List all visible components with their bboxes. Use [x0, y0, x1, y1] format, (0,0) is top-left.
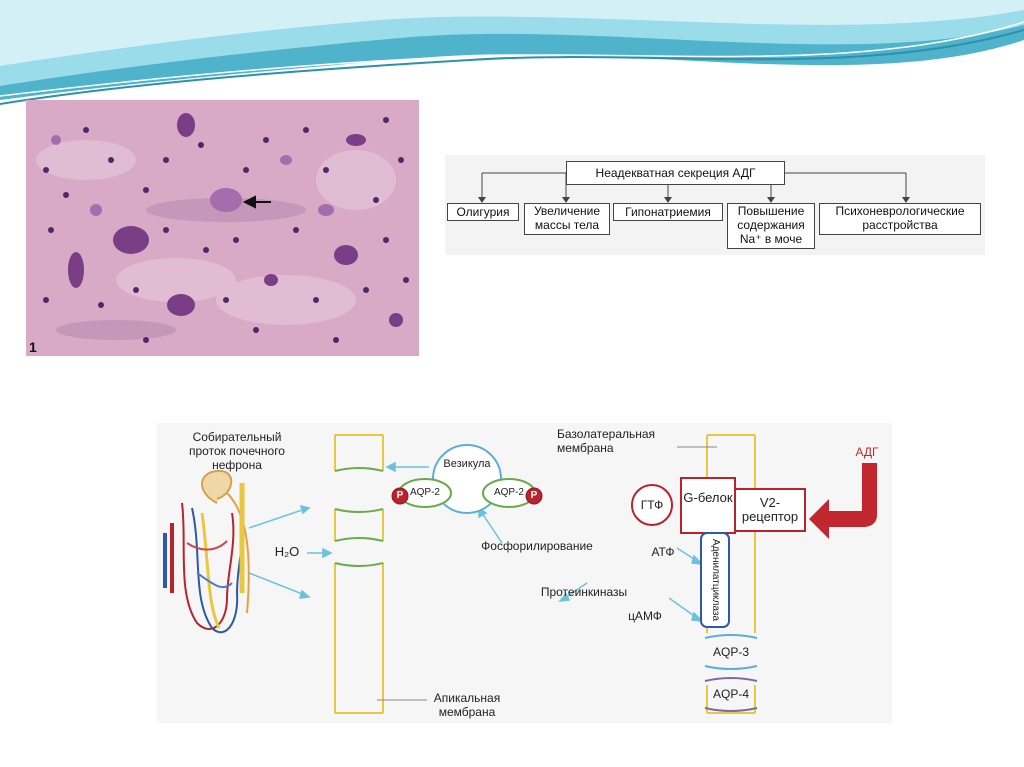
v2-receptor-label: V2-рецептор	[741, 495, 799, 524]
phosphorylation-label: Фосфорилирование	[481, 539, 593, 553]
adh-mechanism-diagram: Собирательный проток почечного нефрона H…	[157, 423, 892, 723]
apical-label: Апикальная мембрана	[433, 691, 501, 719]
aqp2-right-label: AQP-2	[493, 487, 524, 498]
gtp-label: ГТФ	[640, 498, 664, 512]
adenylate-cyclase-box	[700, 532, 730, 628]
effect-weight-gain: Увеличение массы тела	[524, 203, 610, 235]
effect-urine-sodium: Повышение содержания Na⁺ в моче	[727, 203, 815, 249]
aqp2-left-label: AQP-2	[409, 487, 440, 498]
vesicle	[391, 444, 543, 514]
effect-hyponatremia: Гипонатриемия	[613, 203, 723, 221]
flowchart-root: Неадекватная секреция АДГ	[566, 161, 785, 185]
mechanism-drawing	[163, 434, 877, 714]
gtp-circle	[631, 484, 673, 526]
effect-oliguria: Олигурия	[447, 203, 519, 221]
vesicle-label: Везикула	[443, 458, 491, 470]
adh-label: АДГ	[855, 445, 879, 459]
aqp4-label: AQP-4	[712, 687, 749, 701]
aqp2-channels	[334, 467, 384, 567]
water-label: H₂O	[274, 544, 300, 559]
apical-membrane	[334, 434, 384, 714]
camp-label: цАМФ	[628, 609, 662, 623]
panel-number: 1	[29, 339, 37, 355]
aqp3-label: AQP-3	[712, 645, 749, 659]
aqp4-channel	[704, 677, 758, 712]
phospho-left-label: P	[396, 490, 404, 501]
nephron-illustration	[163, 469, 250, 634]
protein-kinases-label: Протеинкиназы	[540, 585, 628, 599]
histology-micrograph: 1	[26, 100, 419, 356]
aqp3-channel	[704, 634, 758, 670]
flowchart-connectors	[478, 172, 910, 203]
basolateral-label: Базолатеральная мембрана	[557, 427, 656, 455]
adh-arrow-icon	[809, 463, 877, 539]
collecting-duct-label: Собирательный проток почечного нефрона	[189, 430, 285, 472]
histology-image	[26, 100, 419, 356]
effect-neuropsychiatric: Психоневрологические расстройства	[819, 203, 981, 235]
g-protein-box	[680, 477, 736, 534]
adh-effects-flowchart: Неадекватная секреция АДГ Олигурия Увели…	[445, 155, 985, 255]
atp-label: АТФ	[651, 545, 675, 559]
header-wave-decoration	[0, 0, 1024, 105]
arrow-pointer-icon	[242, 195, 271, 209]
adenylate-cyclase-label: Аденилатциклаза	[710, 538, 721, 622]
phospho-right-label: P	[530, 490, 538, 501]
g-protein-label: G-белок	[683, 490, 733, 505]
v2-receptor-box	[734, 488, 806, 532]
